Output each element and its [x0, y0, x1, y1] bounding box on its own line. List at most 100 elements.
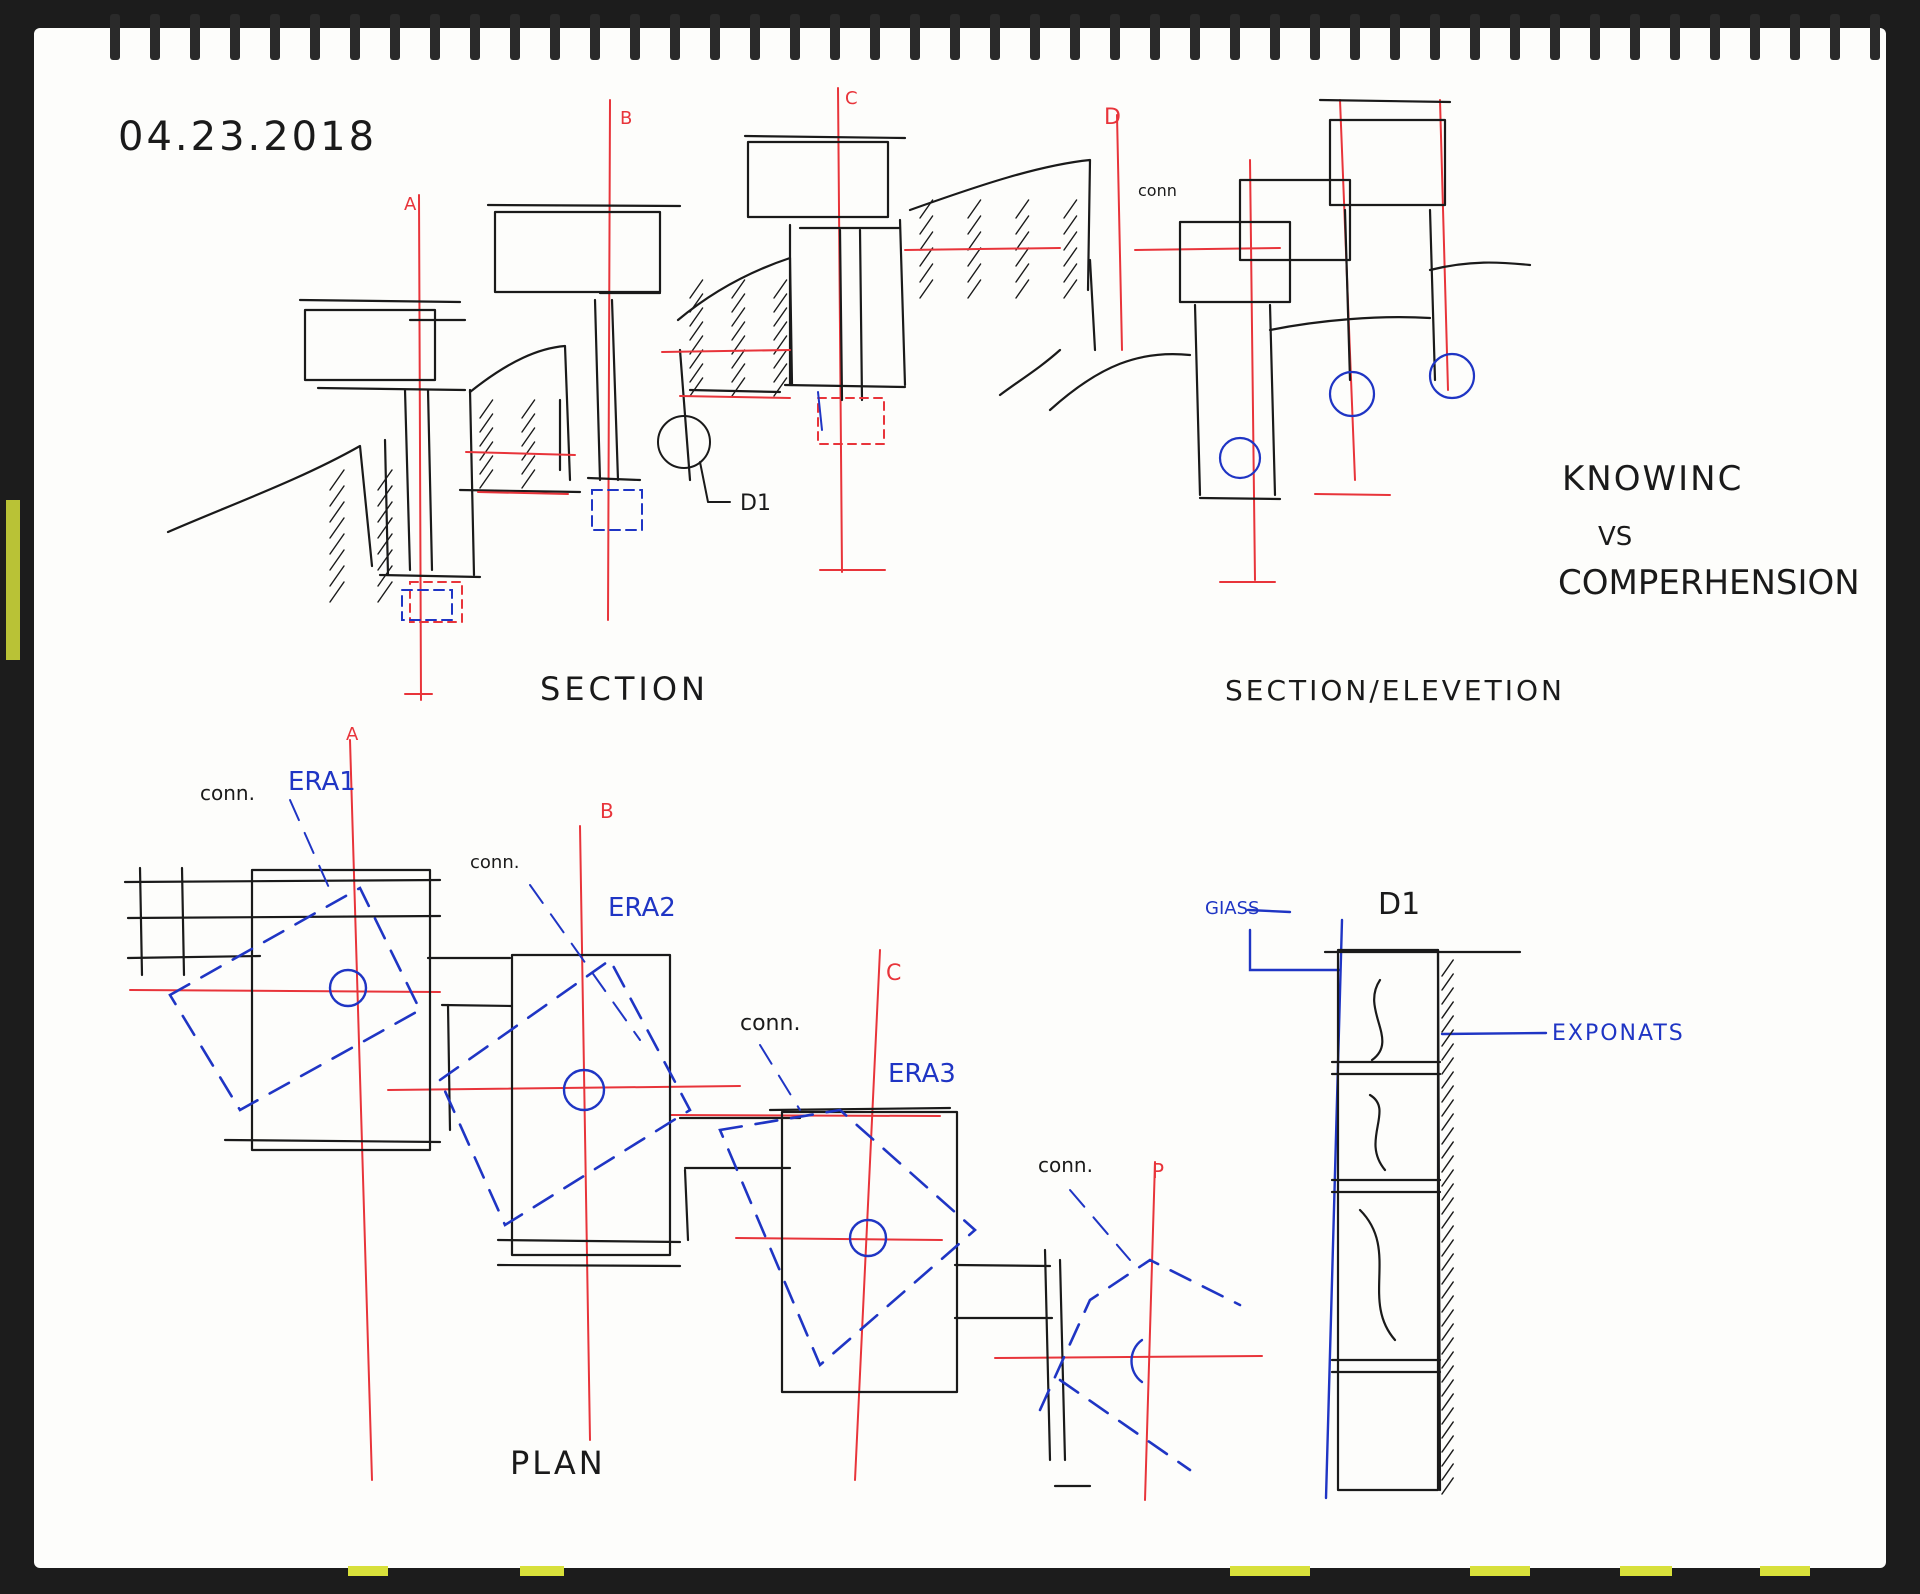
plan-title: PLAN: [510, 1444, 606, 1482]
binding-ring: [990, 14, 1000, 60]
plan-era1-label: ERA1: [288, 767, 356, 797]
hatch-stroke: [689, 307, 704, 327]
hatch-stroke: [773, 321, 788, 341]
hatch-stroke: [479, 469, 494, 489]
plan-grid-label-p: P: [1152, 1159, 1164, 1183]
hatch-stroke: [1441, 1393, 1454, 1411]
binding-ring: [630, 14, 640, 60]
binding-ring: [1030, 14, 1040, 60]
binding-ring: [1670, 14, 1680, 60]
hatch-stroke: [377, 469, 393, 491]
hatch-stroke: [1063, 263, 1078, 283]
hatch-stroke: [1441, 1197, 1454, 1215]
sticky-tabs: [6, 500, 1810, 1576]
binding-ring: [390, 14, 400, 60]
binding-ring: [1510, 14, 1520, 60]
hatch-stroke: [1441, 1253, 1454, 1271]
hatch-stroke: [377, 581, 393, 603]
hatch-stroke: [689, 349, 704, 369]
detail-exhibits-label: EXPONATS: [1552, 1021, 1685, 1046]
hatch-stroke: [1441, 1141, 1454, 1159]
hatch-stroke: [521, 427, 536, 447]
hatch-stroke: [1441, 1001, 1454, 1019]
hatch-stroke: [773, 335, 788, 355]
plan-grid-label-a: A: [346, 724, 359, 745]
section-detail-callout: D1: [740, 491, 771, 516]
hatch-stroke: [1441, 1015, 1454, 1033]
binding-ring: [270, 14, 280, 60]
hatch-stroke: [377, 533, 393, 555]
binding-ring: [1550, 14, 1560, 60]
hatch-stroke: [377, 517, 393, 539]
note-line-2: VS: [1598, 522, 1632, 552]
hatch-stroke: [521, 399, 536, 419]
detail-glass-label: GIASS: [1205, 898, 1259, 919]
hatch-stroke: [479, 441, 494, 461]
hatch-stroke: [689, 363, 704, 383]
hatch-stroke: [1441, 1463, 1454, 1481]
hatch-stroke: [689, 321, 704, 341]
binding-ring: [670, 14, 680, 60]
plan-grid-label-b: B: [600, 799, 614, 823]
hatch-stroke: [967, 263, 982, 283]
hatch-stroke: [1441, 1295, 1454, 1313]
hatch-stroke: [967, 247, 982, 267]
hatch-stroke: [1063, 247, 1078, 267]
hatch-stroke: [967, 215, 982, 235]
hatch-stroke: [329, 501, 345, 523]
hatch-stroke: [1015, 231, 1030, 251]
binding-ring: [1470, 14, 1480, 60]
hatch-stroke: [773, 293, 788, 313]
hatch-stroke: [377, 485, 393, 507]
hatch-stroke: [1015, 263, 1030, 283]
section-grid-label-c: C: [845, 88, 858, 109]
hatch-stroke: [377, 549, 393, 571]
hatch-stroke: [479, 413, 494, 433]
binding-ring: [1230, 14, 1240, 60]
hatch-stroke: [329, 549, 345, 571]
hatch-stroke: [1441, 1309, 1454, 1327]
hatch-stroke: [689, 377, 704, 397]
hatch-stroke: [919, 231, 934, 251]
hatch-stroke: [1441, 1113, 1454, 1131]
binding-ring: [350, 14, 360, 60]
binding-ring: [550, 14, 560, 60]
binding-ring: [1830, 14, 1840, 60]
hatch-stroke: [1441, 1169, 1454, 1187]
detail-title: D1: [1378, 887, 1420, 922]
note-line-3: COMPERHENSION: [1558, 563, 1860, 603]
hatch-stroke: [731, 377, 746, 397]
binding-ring: [190, 14, 200, 60]
binding-ring: [1590, 14, 1600, 60]
hatch-stroke: [1063, 215, 1078, 235]
hatch-stroke: [1015, 199, 1030, 219]
hatch-stroke: [773, 363, 788, 383]
binding-ring: [310, 14, 320, 60]
hatch-stroke: [731, 349, 746, 369]
hatch-stroke: [1441, 1337, 1454, 1355]
hatch-stroke: [919, 215, 934, 235]
hatch-stroke: [1441, 1365, 1454, 1383]
binding-ring: [830, 14, 840, 60]
hatch-stroke: [521, 469, 536, 489]
binding-ring: [790, 14, 800, 60]
hatch-stroke: [731, 321, 746, 341]
hatch-stroke: [1015, 247, 1030, 267]
section-grid-label-d: D: [1104, 105, 1121, 130]
hatch-stroke: [919, 199, 934, 219]
hatch-stroke: [1441, 1225, 1454, 1243]
hatch-stroke: [1441, 1183, 1454, 1201]
hatch-stroke: [1441, 1351, 1454, 1369]
hatch-stroke: [1441, 1099, 1454, 1117]
binding-ring: [1350, 14, 1360, 60]
hatch-stroke: [689, 293, 704, 313]
spiral-binding: [110, 14, 1880, 60]
hatch-stroke: [329, 565, 345, 587]
binding-ring: [870, 14, 880, 60]
hatch-stroke: [1441, 1211, 1454, 1229]
plan-drawing: A B C P: [123, 724, 1263, 1501]
hatch-stroke: [1441, 1057, 1454, 1075]
sketchbook-page: [34, 28, 1886, 1568]
hatch-stroke: [967, 199, 982, 219]
section-drawing: A B C D: [166, 87, 1123, 708]
